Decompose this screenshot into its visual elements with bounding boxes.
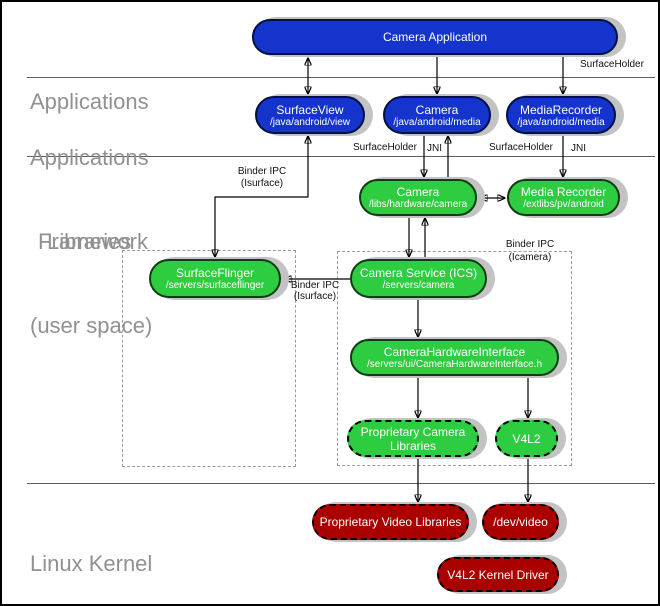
label-line: Binder IPC bbox=[237, 166, 287, 177]
label-binder-ipc-icamera: Binder IPC (Icamera) bbox=[494, 238, 566, 264]
node-title: V4L2 Kernel Driver bbox=[447, 567, 549, 582]
layer-label-text: (user space) bbox=[30, 313, 153, 338]
layer-label-libraries-user-space: Libraries (user space) bbox=[30, 172, 152, 396]
node-camera-application: Camera Application bbox=[252, 19, 618, 55]
layer-label-linux-kernel: Linux Kernel bbox=[30, 494, 153, 604]
layer-label-text: Applications bbox=[30, 145, 149, 170]
label-jni-camera: JNI bbox=[427, 143, 442, 154]
label-line: Binder IPC bbox=[290, 280, 340, 291]
label-line: (Isurface) bbox=[240, 178, 284, 189]
node-path: /java/android/view bbox=[269, 116, 351, 128]
node-title: MediaRecorder bbox=[519, 102, 603, 117]
layer-label-text: Framework bbox=[38, 229, 149, 254]
surfaceflinger-process-boundary bbox=[122, 250, 296, 467]
node-title: Proprietary Video Libraries bbox=[319, 515, 462, 529]
node-title: Camera bbox=[396, 185, 440, 199]
label-jni-mediarecorder: JNI bbox=[571, 143, 586, 154]
node-mediarecorder-framework: MediaRecorder /java/android/media bbox=[506, 96, 616, 134]
node-surfaceflinger: SurfaceFlinger /servers/surfaceflinger bbox=[149, 259, 281, 298]
node-path: /java/android/media bbox=[517, 116, 605, 128]
node-surfaceview: SurfaceView /java/android/view bbox=[255, 96, 365, 134]
layer-label-applications-framework: Applications Framework bbox=[30, 88, 149, 312]
label-surfaceholder-camera: SurfaceHolder bbox=[353, 142, 417, 153]
node-title: Camera Application bbox=[382, 30, 488, 44]
node-media-recorder-library: Media Recorder /extlibs/pv/android bbox=[507, 179, 620, 216]
node-path: /servers/surfaceflinger bbox=[165, 280, 265, 291]
node-title: SurfaceView bbox=[276, 102, 344, 117]
node-title: Camera bbox=[415, 102, 459, 117]
layer-label-text: Applications bbox=[30, 89, 149, 114]
layer-label-text: Linux Kernel bbox=[30, 551, 153, 576]
layer-label-text: Libraries bbox=[47, 229, 132, 254]
layer-label-applications: Applications bbox=[30, 32, 149, 172]
label-line: (Icamera) bbox=[508, 252, 552, 263]
node-camera-service: Camera Service (ICS) /servers/camera bbox=[350, 259, 487, 298]
node-camera-hardware-interface: CameraHardwareInterface /servers/ui/Came… bbox=[350, 339, 559, 376]
node-title: /dev/video bbox=[493, 515, 548, 529]
node-camera-framework: Camera /java/android/media bbox=[383, 96, 491, 134]
label-binder-ipc-isurface-surfaceview: Binder IPC (Isurface) bbox=[222, 166, 302, 190]
node-path: /servers/ui/CameraHardwareInterface.h bbox=[366, 359, 543, 370]
node-path: /libs/hardware/camera bbox=[368, 199, 468, 210]
node-proprietary-camera-libraries: Proprietary Camera Libraries bbox=[347, 420, 479, 457]
node-title: V4L2 bbox=[512, 431, 541, 446]
node-path: /servers/camera bbox=[382, 280, 455, 291]
node-proprietary-video-libraries: Proprietary Video Libraries bbox=[312, 504, 469, 540]
node-path: /extlibs/pv/android bbox=[523, 199, 604, 210]
node-path: /java/android/media bbox=[393, 116, 481, 128]
node-title: CameraHardwareInterface bbox=[383, 345, 526, 359]
camera-service-process-boundary bbox=[337, 251, 572, 466]
node-camera-library: Camera /libs/hardware/camera bbox=[359, 179, 477, 216]
label-binder-ipc-isurface-flinger: Binder IPC (Isurface) bbox=[284, 280, 346, 302]
label-surfaceholder-mediarecorder: SurfaceHolder bbox=[489, 142, 553, 153]
node-v4l2: V4L2 bbox=[495, 420, 558, 457]
label-surfaceholder-top: SurfaceHolder bbox=[580, 59, 644, 70]
node-v4l2-kernel-driver: V4L2 Kernel Driver bbox=[437, 557, 559, 592]
layer-divider-framework-libraries bbox=[27, 156, 655, 157]
layer-divider-libraries-kernel bbox=[27, 483, 655, 484]
node-title: Media Recorder bbox=[520, 185, 607, 199]
label-line: (Isurface) bbox=[293, 291, 337, 302]
node-dev-video: /dev/video bbox=[482, 504, 559, 540]
node-title: Camera Service (ICS) bbox=[359, 266, 478, 280]
node-title: Proprietary Camera Libraries bbox=[360, 424, 466, 453]
label-line: Binder IPC bbox=[505, 239, 555, 250]
node-title: SurfaceFlinger bbox=[175, 266, 255, 280]
edge-surfaceview-surfaceflinger-binder bbox=[215, 136, 308, 257]
layer-divider-applications-framework bbox=[27, 77, 655, 78]
